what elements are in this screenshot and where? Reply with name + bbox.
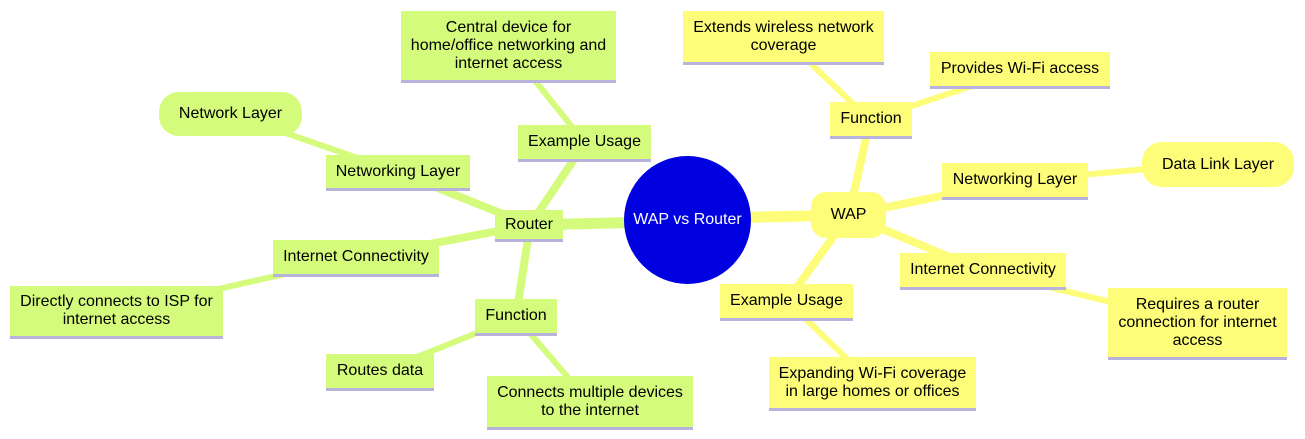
router-example-usage-detail: Central device for home/office networkin… <box>410 18 607 72</box>
router-routes-data-detail: Routes data <box>336 362 424 379</box>
wap-extends-coverage-node[interactable]: Extends wireless network coverage <box>683 11 884 65</box>
root-node[interactable]: WAP vs Router <box>624 156 751 284</box>
router-network-layer-detail: Network Layer <box>178 105 283 122</box>
wap-networking-layer-label: Networking Layer <box>952 171 1078 188</box>
router-internet-connectivity-node[interactable]: Internet Connectivity <box>273 240 439 277</box>
wap-internet-connectivity-label: Internet Connectivity <box>910 261 1056 278</box>
wap-expanding-coverage-detail: Expanding Wi-Fi coverage in large homes … <box>778 364 967 400</box>
wap-extends-coverage-detail: Extends wireless network coverage <box>693 18 874 54</box>
router-function-node[interactable]: Function <box>475 299 557 336</box>
wap-data-link-layer-detail: Data Link Layer <box>1161 155 1275 173</box>
wap-router-connection-node[interactable]: Requires a router connection for interne… <box>1108 288 1287 360</box>
router-function-label: Function <box>485 307 547 324</box>
wap-function-label: Function <box>840 110 902 127</box>
router-label: Router <box>504 215 554 233</box>
wap-networking-layer-node[interactable]: Networking Layer <box>942 163 1088 200</box>
wap-example-usage-label: Example Usage <box>730 292 843 309</box>
router-routes-data-node[interactable]: Routes data <box>326 354 434 391</box>
wap-internet-connectivity-node[interactable]: Internet Connectivity <box>900 253 1066 290</box>
root-label: WAP vs Router <box>633 211 742 228</box>
wap-router-connection-detail: Requires a router connection for interne… <box>1118 295 1277 349</box>
wap-label: WAP <box>830 206 867 223</box>
router-node[interactable]: Router <box>495 210 563 242</box>
router-internet-connectivity-label: Internet Connectivity <box>283 248 429 265</box>
router-internet-connectivity-detail-node[interactable]: Directly connects to ISP for internet ac… <box>10 286 223 339</box>
router-internet-connectivity-detail: Directly connects to ISP for internet ac… <box>20 293 213 328</box>
router-example-usage-node[interactable]: Example Usage <box>518 125 651 162</box>
wap-data-link-layer-node[interactable]: Data Link Layer <box>1142 142 1294 187</box>
wap-expanding-coverage-node[interactable]: Expanding Wi-Fi coverage in large homes … <box>769 357 976 411</box>
wap-wifi-access-detail: Provides Wi-Fi access <box>940 60 1100 77</box>
router-example-usage-label: Example Usage <box>528 133 641 150</box>
router-network-layer-node[interactable]: Network Layer <box>159 92 302 136</box>
router-networking-layer-label: Networking Layer <box>335 162 461 180</box>
wap-node[interactable]: WAP <box>811 192 886 238</box>
wap-example-usage-node[interactable]: Example Usage <box>720 284 853 321</box>
router-networking-layer-node[interactable]: Networking Layer <box>326 155 470 191</box>
router-connects-devices-node[interactable]: Connects multiple devices to the interne… <box>487 376 693 430</box>
router-connects-devices-detail: Connects multiple devices to the interne… <box>497 383 683 419</box>
wap-function-node[interactable]: Function <box>830 102 912 139</box>
wap-wifi-access-node[interactable]: Provides Wi-Fi access <box>930 52 1110 89</box>
router-example-usage-detail-node[interactable]: Central device for home/office networkin… <box>401 11 616 83</box>
